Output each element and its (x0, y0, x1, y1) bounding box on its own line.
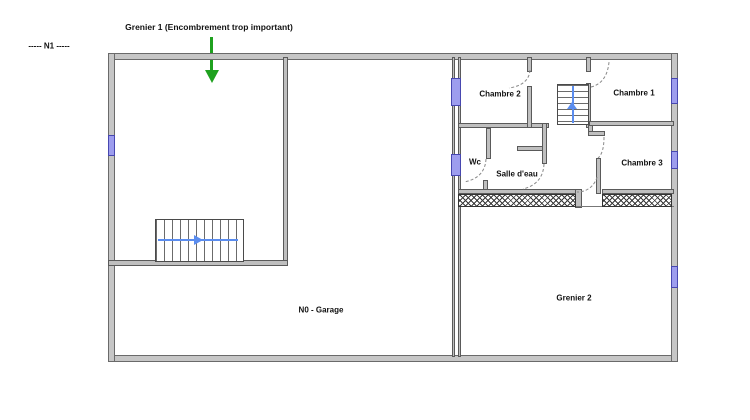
room-label-chambre2: Chambre 2 (479, 89, 521, 99)
chambre1-south-wall (589, 121, 674, 126)
room-label-salle-eau: Salle d'eau (496, 169, 538, 179)
chambre3-west-wall (596, 158, 601, 194)
room-label-wc: Wc (469, 157, 481, 167)
chambre3-north-stub-h (588, 131, 605, 136)
window-divider-wc (451, 154, 461, 176)
chambre2-south-wall (458, 123, 549, 128)
hatched-wall-right (602, 194, 672, 207)
down-arrow-icon (205, 70, 219, 83)
chambre3-door-arc (597, 136, 605, 159)
upper-stair-arrow-icon (567, 102, 577, 109)
wc-divider-upper (486, 128, 491, 159)
outer-wall-left (108, 53, 115, 362)
room-label-grenier2: Grenier 2 (556, 293, 592, 303)
salle-eau-east-wall (542, 123, 547, 164)
shower-stub-wall (517, 146, 543, 151)
outer-wall-right (671, 53, 678, 362)
window-chambre1-east (671, 78, 678, 104)
window-chambre3-east (671, 151, 678, 169)
room-label-garage: N0 - Garage (298, 305, 344, 315)
room-label-chambre3: Chambre 3 (621, 158, 663, 168)
outer-wall-top (108, 53, 678, 60)
level-label-n1: ----- N1 ----- (28, 41, 70, 51)
chambre2-east-wall-stub (527, 57, 532, 72)
grenier1-east-wall (283, 57, 288, 263)
section-divider-west (452, 57, 455, 357)
corridor-south-wall-right (602, 189, 674, 194)
chambre2-east-wall (527, 86, 532, 128)
window-divider-chambre2 (451, 78, 461, 106)
chambre1-door-stub (586, 57, 591, 72)
window-grenier2-east (671, 266, 678, 288)
window-garage-west (108, 135, 115, 156)
hatched-wall-left (458, 194, 576, 207)
chambre1-door-arc (590, 61, 610, 88)
garage-stair-arrow-icon (194, 235, 203, 245)
outer-wall-bottom (108, 355, 678, 362)
room-label-chambre1: Chambre 1 (613, 88, 655, 98)
annotation-grenier1: Grenier 1 (Encombrement trop important) (125, 22, 293, 32)
section-divider-east (458, 57, 461, 357)
